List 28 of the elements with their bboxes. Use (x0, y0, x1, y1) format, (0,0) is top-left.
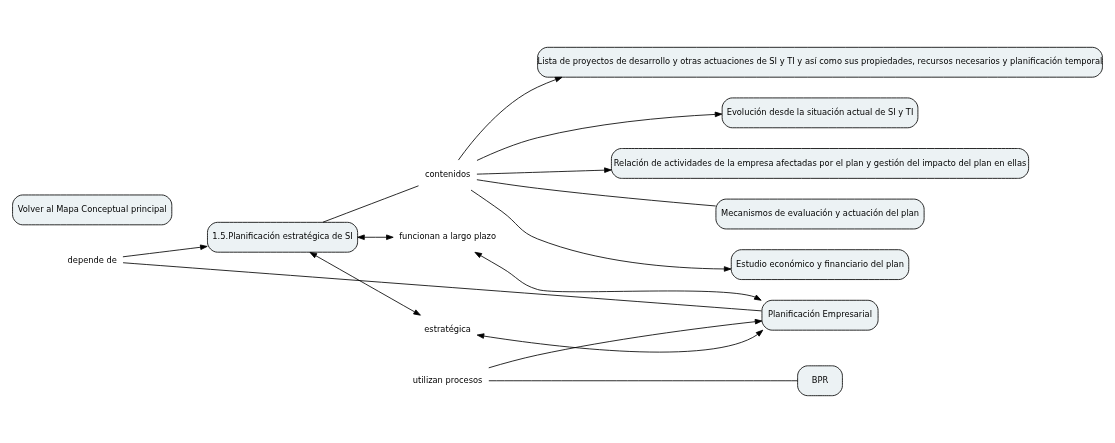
node-box: 1.5.Planificación estratégica de SI (207, 221, 359, 253)
arrow (476, 329, 764, 353)
arrow (476, 111, 723, 161)
arrow (488, 318, 763, 369)
connector (476, 179, 717, 207)
node-box: Evolución desde la situación actual de SI y TI (721, 97, 919, 129)
node-box: Planificación Empresarial (761, 299, 879, 331)
connector (322, 185, 419, 223)
connector (488, 380, 798, 382)
node-text: funcionan a largo plazo (399, 231, 497, 242)
arrow (458, 76, 563, 161)
node-box: Volver al Mapa Conceptual principal (12, 194, 173, 226)
node-text: depende de (67, 254, 117, 265)
node-text: estratégica (424, 324, 471, 335)
node-text: contenidos (424, 169, 471, 180)
arrow (476, 167, 612, 175)
node-box: Lista de proyectos de desarrollo y otras actuaciones de SI y TI y así como sus propiedades, recursos necesarios y planificación temporal (537, 46, 1103, 78)
arrow (122, 244, 208, 258)
arrow (357, 234, 394, 240)
arrow (470, 189, 732, 272)
connector (122, 262, 763, 312)
arrow (309, 251, 421, 316)
node-box: Relación de actividades de la empresa afectadas por el plan y gestión del impacto del plan en ellas (611, 148, 1030, 179)
node-box: Estudio económico y financiario del plan (730, 249, 910, 280)
node-box: Mecanismos de evaluación y actuación del plan (715, 198, 925, 230)
node-text: utilizan procesos (412, 374, 483, 385)
node-box: BPR (797, 365, 843, 397)
arrow (474, 251, 762, 301)
